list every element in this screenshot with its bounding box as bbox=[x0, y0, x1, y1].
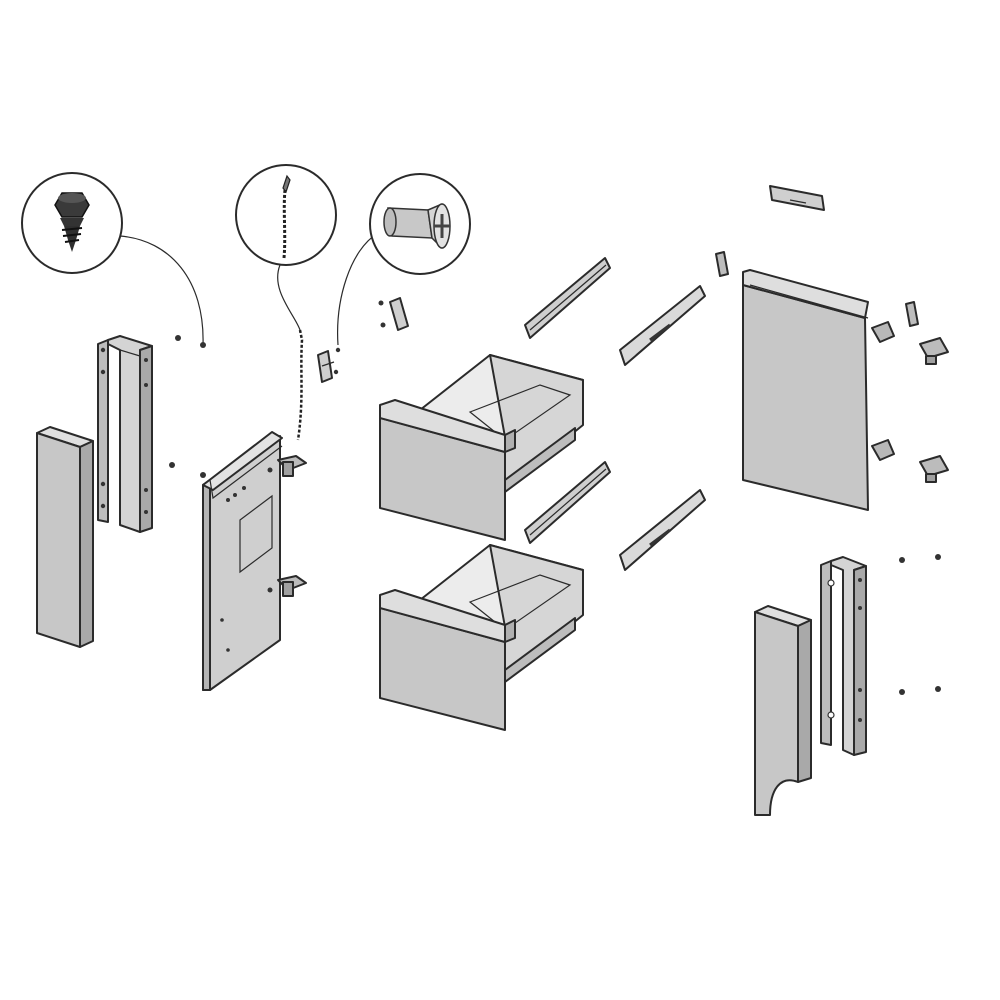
bracket-small-1 bbox=[317, 350, 335, 383]
callout-bolt bbox=[337, 173, 471, 346]
callout-cable bbox=[235, 164, 337, 331]
drawer-top bbox=[379, 354, 584, 541]
callout-circle-cable bbox=[235, 164, 337, 266]
screw-set-left bbox=[169, 335, 206, 478]
right-cover-panel bbox=[754, 605, 812, 816]
left-door bbox=[202, 431, 283, 691]
right-door-hinge-top bbox=[871, 321, 895, 343]
slide-rail-top-left bbox=[524, 257, 611, 339]
slide-rail-bottom-left bbox=[524, 461, 611, 544]
left-frame-upright bbox=[97, 335, 153, 533]
door-hinge-top bbox=[277, 455, 307, 477]
door-hinge-bottom bbox=[277, 575, 307, 597]
handle-bracket bbox=[769, 185, 825, 211]
right-frame-upright bbox=[820, 556, 867, 756]
screw-icon bbox=[54, 192, 90, 252]
cable-icon bbox=[282, 174, 291, 259]
slide-rail-bottom-right bbox=[619, 489, 706, 571]
left-cover-panel bbox=[36, 426, 94, 648]
clip-top-center bbox=[715, 251, 729, 277]
clip-right bbox=[905, 301, 919, 327]
slide-rail-top-right bbox=[619, 285, 706, 366]
callout-screw bbox=[21, 172, 204, 346]
bracket-small-2 bbox=[378, 297, 409, 331]
screw-set-right bbox=[899, 554, 941, 695]
right-door bbox=[742, 269, 869, 511]
hinge-spare-top bbox=[919, 337, 949, 365]
drawer-bottom bbox=[379, 544, 584, 731]
ground-cable bbox=[296, 329, 304, 441]
bolt-icon bbox=[383, 203, 451, 250]
right-door-hinge-bottom bbox=[871, 439, 895, 461]
hinge-spare-bottom bbox=[919, 455, 949, 483]
